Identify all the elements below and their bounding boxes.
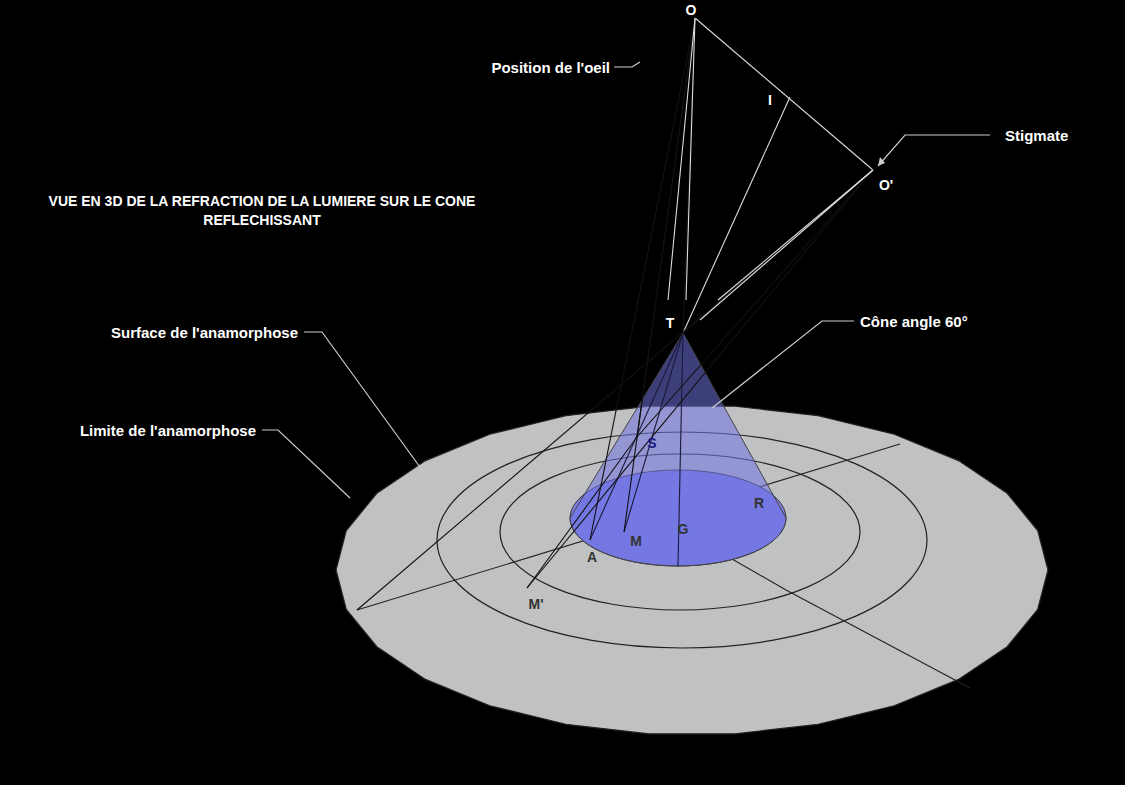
point-label: O': [879, 177, 893, 193]
diagram-title: VUE EN 3D DE LA REFRACTION DE LA LUMIERE…: [42, 192, 482, 230]
callout-label: Surface de l'anamorphose: [111, 324, 298, 341]
callout-label: Stigmate: [1005, 127, 1068, 144]
arrow-head: [878, 157, 885, 166]
light-rays: [357, 18, 873, 610]
callout-label: Limite de l'anamorphose: [80, 422, 256, 439]
point-label: O: [686, 2, 697, 18]
point-label: G: [678, 521, 689, 537]
point-label: S: [647, 435, 656, 451]
rays-upper: [668, 18, 873, 320]
point-label: A: [587, 549, 597, 565]
point-label: T: [666, 315, 675, 331]
point-label: I: [768, 92, 772, 108]
callout-label: Cône angle 60°: [860, 313, 968, 330]
point-label: M: [630, 533, 642, 549]
point-label: M': [529, 596, 544, 612]
callout-label: Position de l'oeil: [491, 59, 610, 76]
cone-lines: [590, 333, 683, 566]
leader-lines: [262, 62, 990, 498]
cone: [570, 333, 786, 566]
point-label: R: [754, 495, 764, 511]
